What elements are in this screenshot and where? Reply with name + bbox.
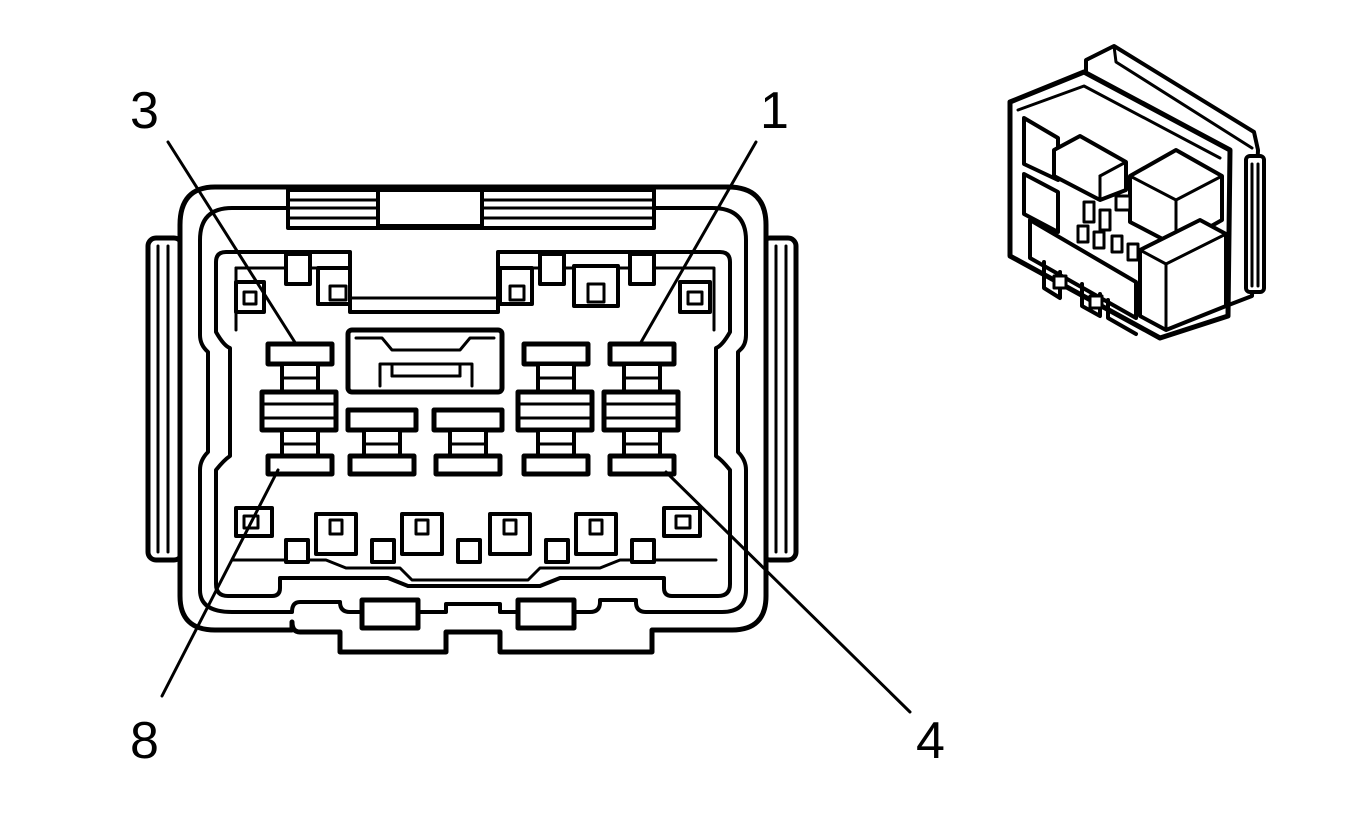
upper-latch-row (234, 252, 712, 314)
terminal-pin-8 (265, 428, 335, 477)
pin-label-8: 8 (130, 712, 159, 770)
terminal-pin-6 (431, 407, 505, 477)
pin-label-4: 4 (916, 712, 945, 770)
leader-pin-8 (160, 468, 280, 698)
leader-pin-1 (638, 140, 758, 346)
leader-pin-4 (664, 470, 912, 714)
terminal-cavity (214, 250, 732, 598)
center-key (345, 327, 505, 395)
left-rib (145, 235, 185, 563)
terminal-pin-3 (259, 341, 339, 433)
bottom-key-slot-left (359, 597, 421, 631)
connector-face-view (145, 184, 799, 655)
connector-isometric-view (1007, 44, 1266, 341)
terminal-pin-5 (521, 428, 591, 477)
lower-latch-row (234, 506, 702, 564)
terminal-pin-4 (607, 428, 677, 477)
pin-label-3: 3 (130, 82, 159, 140)
bottom-key-slot-right (515, 597, 577, 631)
leader-pin-3 (166, 140, 298, 346)
terminal-pin-7 (345, 407, 419, 477)
top-latch (286, 188, 656, 230)
pin-label-1: 1 (760, 82, 789, 140)
leader-lines (160, 140, 912, 714)
right-rib (759, 235, 799, 563)
